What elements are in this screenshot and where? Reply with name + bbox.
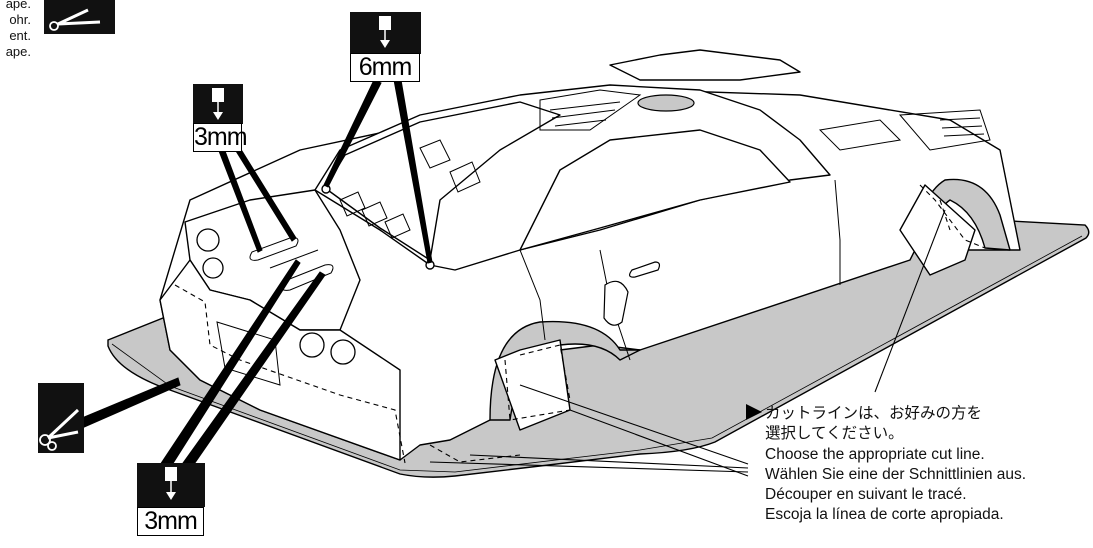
body-details	[196, 89, 991, 386]
leader-lines	[81, 79, 946, 477]
cut-note-line-en: Choose the appropriate cut line.	[765, 445, 985, 463]
pointer-triangle-icon	[746, 404, 762, 420]
cut-note-text: カットラインは、お好みの方を	[765, 405, 983, 422]
top-left-note: ape. ohr. ent. ape.	[0, 0, 31, 60]
car-body	[159, 49, 1021, 461]
top-note-line: ape.	[5, 0, 31, 11]
cut-line-note: カットラインは、お好みの方を 選択してください。 Choose the appr…	[746, 404, 1027, 526]
top-note-line: ape.	[5, 44, 31, 59]
cut-note-line-ja-2: 選択してください。	[765, 425, 904, 443]
drill-icon	[193, 84, 243, 124]
drill-label-hood: 3mm	[193, 123, 248, 152]
scissors-icon	[38, 383, 84, 453]
cut-note-line-de: Wählen Sie eine der Schnittlinien aus.	[765, 465, 1027, 483]
top-note-line: ent.	[9, 28, 31, 43]
drill-icon	[350, 12, 421, 54]
dashed-cut-lines	[174, 184, 986, 464]
cut-note-line-es: Escoja la línea de corte apropiada.	[765, 506, 1004, 524]
drill-label-bumper: 3mm	[137, 507, 204, 536]
scissors-icon	[44, 0, 115, 34]
drill-label-roof: 6mm	[350, 53, 420, 82]
drill-icon	[137, 463, 205, 507]
cut-note-line-fr: Découper en suivant le tracé.	[765, 486, 967, 504]
cut-note-line-ja-1: カットラインは、お好みの方を	[746, 404, 1026, 424]
top-note-line: ohr.	[9, 12, 31, 27]
